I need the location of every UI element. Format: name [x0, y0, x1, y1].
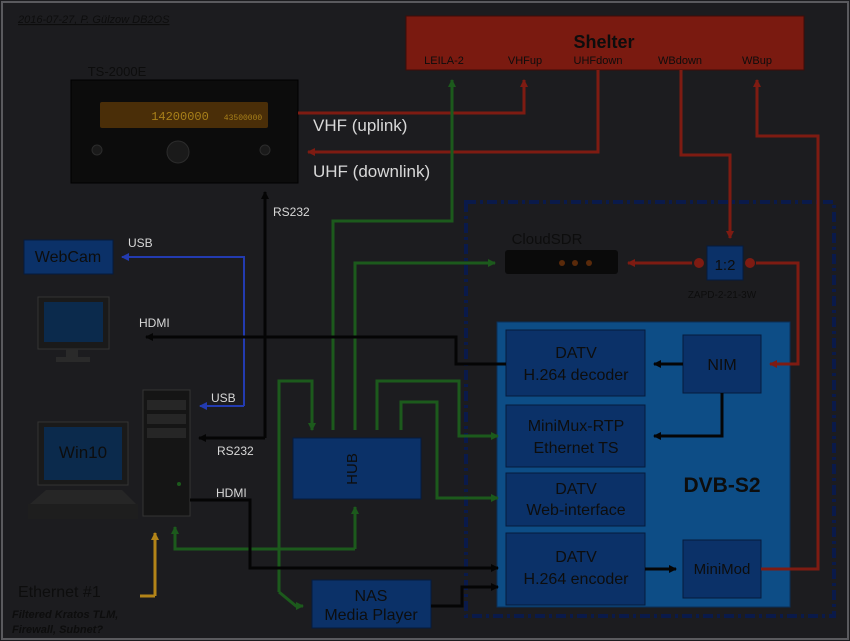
ts2000e-radio: 14200000 43500000: [70, 79, 299, 184]
nas-line1: NAS: [355, 588, 388, 605]
dvbs2-dashed-boundary: [464, 200, 836, 618]
hub-label: HUB: [344, 453, 361, 485]
splitter-to-nim-line: [756, 261, 800, 368]
datv-decoder-line1: DATV: [555, 345, 597, 362]
nas-box: [311, 579, 432, 629]
datv-encoder-box: [505, 532, 646, 606]
radio-title: TS-2000E: [88, 64, 147, 79]
win10-label: Win10: [59, 443, 107, 462]
hub-to-cloudsdr-line: [353, 259, 496, 430]
minimod-label: MiniMod: [694, 561, 751, 578]
hub-box: [292, 437, 422, 500]
minimux-line1: MiniMux-RTP: [528, 418, 625, 435]
dvbs2-title: DVB-S2: [683, 474, 760, 497]
usb-webcam-label: USB: [128, 236, 153, 250]
nas-line2: Media Player: [324, 607, 418, 624]
rs232-top-label: RS232: [273, 205, 310, 219]
shelter-port-wbup: WBup: [742, 55, 772, 67]
shelter-title: Shelter: [573, 32, 634, 52]
nas-to-hub-line: [277, 379, 316, 592]
minimod-box: [682, 539, 762, 599]
vhf-uplink-line: [298, 79, 528, 115]
wbdown-line: [679, 70, 734, 239]
credit-text: 2016-07-27, P. Gülzow DB2OS: [17, 14, 170, 26]
usb-connections: [121, 253, 245, 410]
datv-web-line1: DATV: [555, 481, 597, 498]
ethernet-label: Ethernet #1: [18, 584, 101, 601]
wbup-line: [753, 79, 820, 571]
minimux-line2: Ethernet TS: [533, 440, 618, 457]
usb-webcam-line: [121, 253, 245, 406]
monitor-icon: [37, 296, 110, 362]
splitter-part-label: ZAPD-2-21-3W: [688, 290, 757, 301]
nim-label: NIM: [707, 357, 736, 374]
splitter-label: 1:2: [715, 257, 736, 274]
splitter-port-icon: [745, 258, 755, 268]
radio-display-sub: 43500000: [224, 114, 263, 123]
webcam-box: [23, 239, 114, 275]
splitter-box: [706, 245, 744, 281]
ethernet-note-line1: Filtered Kratos TLM,: [12, 609, 118, 621]
hub-to-pc-line: [171, 526, 355, 551]
radio-knob-icon: [91, 144, 103, 156]
usb-pc-label: USB: [211, 391, 236, 405]
nim-to-minimux-line: [653, 393, 724, 440]
hub-to-minimux-line: [375, 379, 499, 440]
ethernet-connections: [171, 79, 499, 610]
hub-to-leila-line: [331, 79, 456, 430]
rf-connections: [298, 70, 820, 571]
nas-link-arrow: [278, 590, 304, 610]
hub-to-web-line: [399, 400, 499, 502]
cloudsdr-label: CloudSDR: [512, 231, 583, 248]
hdmi-monitor-line: [145, 333, 506, 366]
webcam-label: WebCam: [35, 249, 101, 266]
datv-web-line2: Web-interface: [526, 502, 625, 519]
shelter-port-wbdown: WBdown: [658, 55, 702, 67]
shelter-box: [405, 15, 805, 71]
hdmi-monitor-label: HDMI: [139, 316, 170, 330]
radio-knob-icon: [259, 144, 271, 156]
video-serial-connections: [145, 191, 724, 608]
shelter-port-leila: LEILA-2: [424, 55, 464, 67]
radio-main-dial-icon: [166, 140, 190, 164]
pc-tower-icon: [142, 389, 191, 517]
datv-decoder-line2: H.264 decoder: [524, 367, 630, 384]
shelter-port-vhfup: VHFup: [508, 55, 542, 67]
hdmi-encoder-line: [190, 498, 499, 572]
hdmi-pc-label: HDMI: [216, 486, 247, 500]
datv-encoder-line1: DATV: [555, 549, 597, 566]
radio-display-main: 14200000: [151, 110, 209, 124]
datv-decoder-box: [505, 329, 646, 397]
laptop-icon: [28, 421, 138, 519]
datv-encoder-line2: H.264 encoder: [524, 571, 630, 588]
uhf-downlink-line: [307, 70, 600, 156]
shelter-port-uhfdown: UHFdown: [574, 55, 623, 67]
cloudsdr-device: [505, 250, 618, 274]
rs232-pc-label: RS232: [217, 444, 254, 458]
minimux-box: [505, 404, 646, 468]
uhf-downlink-label: UHF (downlink): [313, 162, 430, 181]
splitter-port-icon: [694, 258, 704, 268]
vhf-uplink-label: VHF (uplink): [313, 116, 407, 135]
datv-web-box: [505, 472, 646, 527]
ethernet-note-line2: Firewall, Subnet?: [12, 624, 103, 636]
nas-to-encoder-line: [431, 583, 499, 608]
